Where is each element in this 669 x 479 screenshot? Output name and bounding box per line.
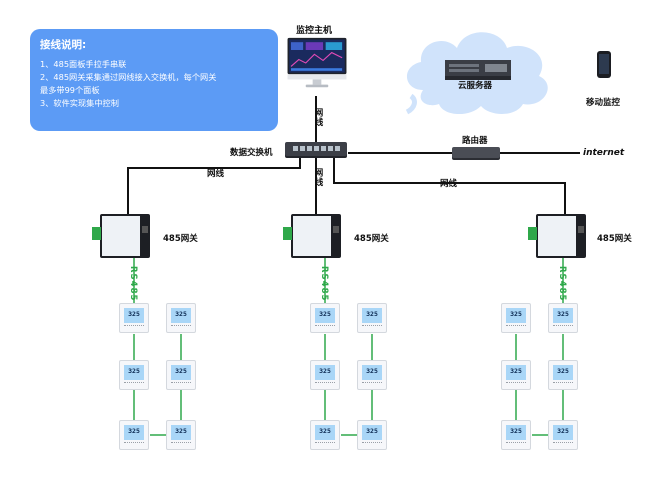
gateway-device xyxy=(92,214,152,258)
internet-label: internet xyxy=(583,148,625,158)
thermostat-panel: 325 xyxy=(166,360,196,390)
wiring-note: 接线说明: 1、485面板手拉手串联 2、485网关采集通过网线接入交换机，每个… xyxy=(30,29,278,131)
thermostat-panel: 325 xyxy=(310,360,340,390)
note-line: 1、485面板手拉手串联 xyxy=(40,59,127,69)
cable-label-mid: 网线 xyxy=(313,168,323,187)
router-label: 路由器 xyxy=(462,136,488,146)
note-line: 3、软件实现集中控制 xyxy=(40,98,119,108)
thermostat-panel: 325 xyxy=(501,420,531,450)
switch-to-gateway-right-cable xyxy=(333,157,566,214)
monitor-host-label: 监控主机 xyxy=(296,26,333,36)
thermostat-panel: 325 xyxy=(548,303,578,333)
gateway-device xyxy=(283,214,343,258)
monitor-icon xyxy=(287,37,347,88)
thermostat-panel: 325 xyxy=(357,420,387,450)
thermostat-panel: 325 xyxy=(501,360,531,390)
note-line: 最多带99个面板 xyxy=(40,85,100,95)
rs485-label: RS485 xyxy=(319,266,329,302)
cloud-icon xyxy=(405,32,548,115)
cable-label-monitor: 网线 xyxy=(313,108,323,127)
thermostat-panel: 325 xyxy=(119,420,149,450)
gateway-label: 485网关 xyxy=(597,234,632,244)
thermostat-panel: 325 xyxy=(310,420,340,450)
thermostat-panel: 325 xyxy=(548,420,578,450)
note-line: 2、485网关采集通过网线接入交换机，每个网关 xyxy=(40,72,217,82)
data-switch-label: 数据交换机 xyxy=(230,148,273,158)
cable-label-right: 网线 xyxy=(440,179,458,189)
note-title: 接线说明: xyxy=(40,39,87,51)
rs485-label: RS485 xyxy=(128,266,138,302)
thermostat-panel: 325 xyxy=(119,360,149,390)
router-icon xyxy=(452,147,500,158)
gateway-device xyxy=(528,214,588,258)
thermostat-panel: 325 xyxy=(357,360,387,390)
gateway-label: 485网关 xyxy=(354,234,389,244)
thermostat-panel: 325 xyxy=(501,303,531,333)
network-switch-icon xyxy=(285,142,347,156)
thermostat-panel: 325 xyxy=(119,303,149,333)
thermostat-panel: 325 xyxy=(310,303,340,333)
thermostat-panel: 325 xyxy=(166,420,196,450)
cable-label-left: 网线 xyxy=(207,169,225,179)
switch-to-gateway-left-cable xyxy=(127,157,301,214)
mobile-monitor-label: 移动监控 xyxy=(586,98,621,108)
thermostat-panel: 325 xyxy=(357,303,387,333)
phone-icon xyxy=(597,51,611,78)
cloud-server-label: 云服务器 xyxy=(458,81,493,91)
thermostat-panel: 325 xyxy=(548,360,578,390)
gateway-label: 485网关 xyxy=(163,234,198,244)
thermostat-panel: 325 xyxy=(166,303,196,333)
rs485-label: RS485 xyxy=(557,266,567,302)
